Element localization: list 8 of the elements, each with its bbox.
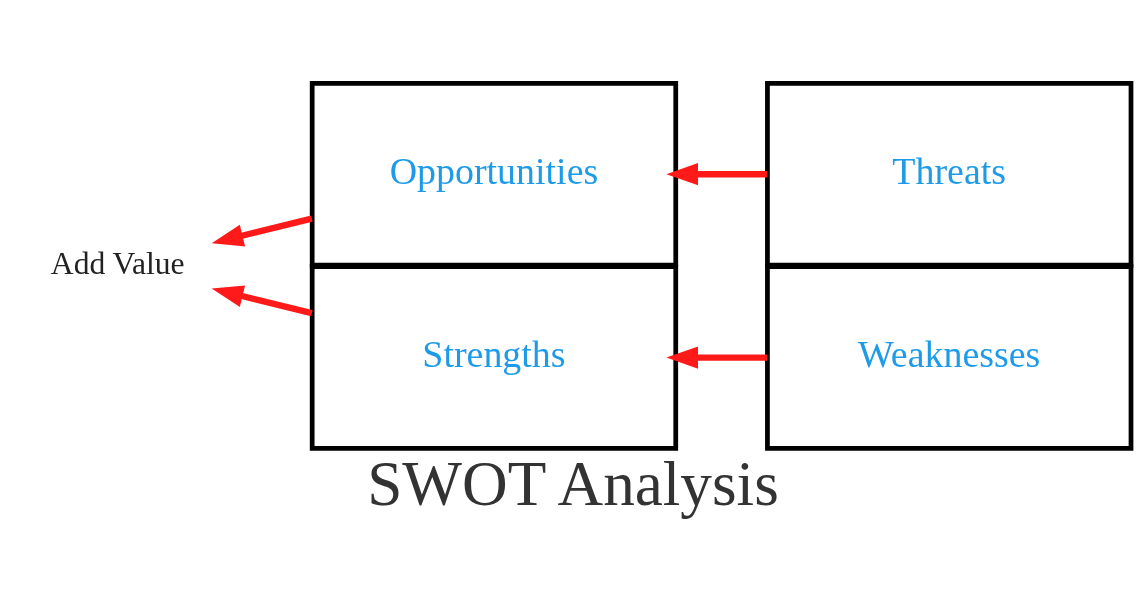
arrow — [211, 215, 313, 247]
arrow — [211, 285, 313, 317]
node-text: Add Value — [50, 245, 185, 281]
node-box: Threats — [765, 80, 1134, 268]
caption: SWOT Analysis — [367, 449, 779, 520]
node-box: Strengths — [309, 264, 679, 451]
node-box: Weaknesses — [765, 264, 1134, 451]
node-box: Opportunities — [309, 80, 679, 268]
